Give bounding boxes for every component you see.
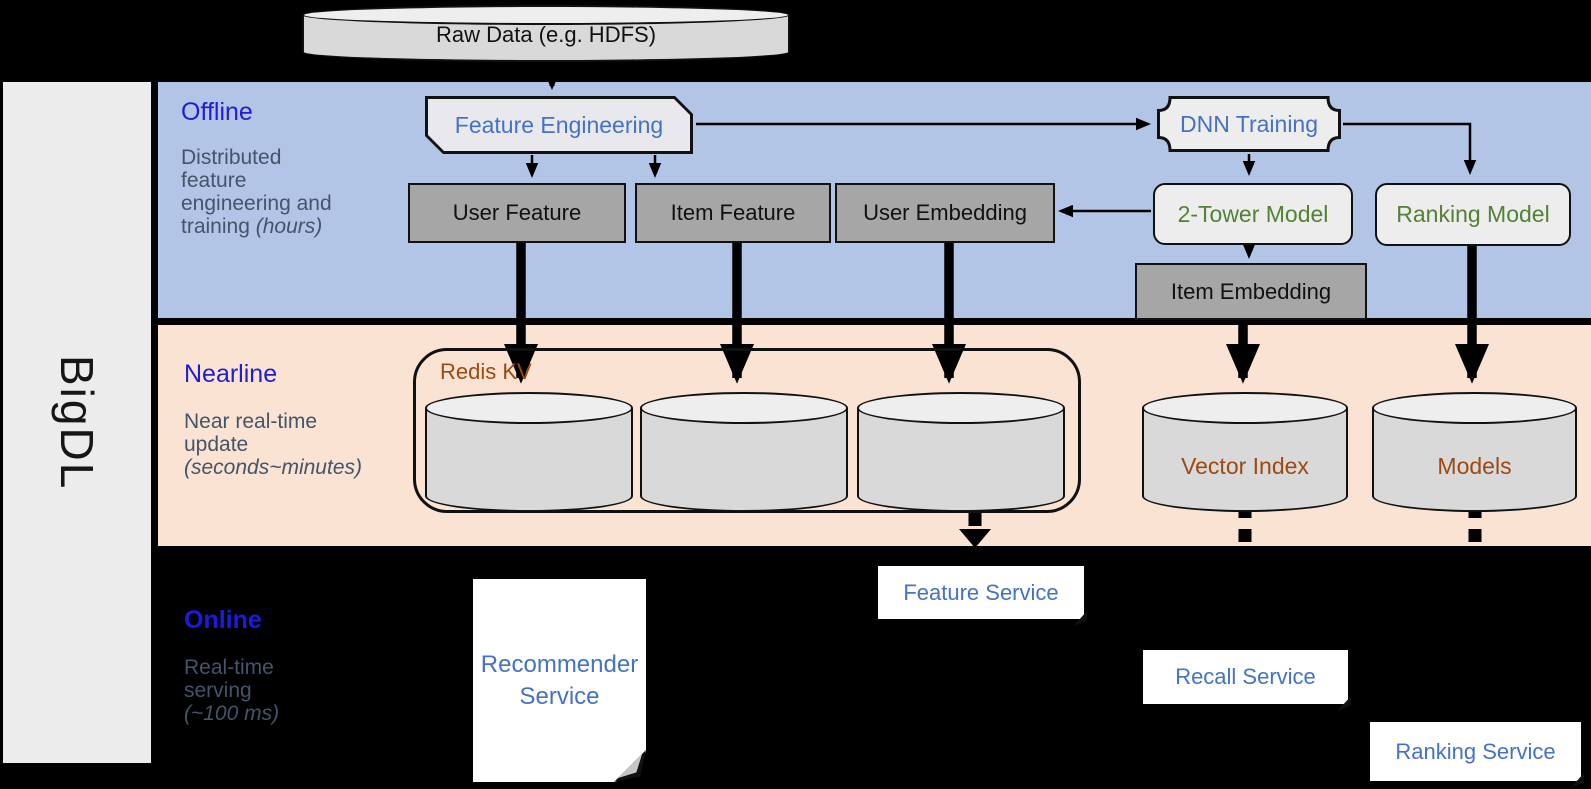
- offline-desc-text: Distributed feature engineering and trai…: [181, 146, 332, 238]
- cylinder-top: [640, 392, 848, 424]
- plaque-shape: [1157, 96, 1341, 152]
- offline-desc-italic: (hours): [249, 215, 323, 238]
- feature-engineering-node: Feature Engineering: [425, 96, 693, 154]
- cylinder-top: [857, 392, 1065, 424]
- item-feature-label: Item Feature: [670, 200, 796, 225]
- user-embedding-label: User Embedding: [863, 200, 1027, 225]
- feature-service-node: Feature Service: [878, 566, 1087, 626]
- recall-service-node: Recall Service: [1143, 650, 1351, 711]
- models-label: Models: [1437, 452, 1512, 479]
- vector-index-label: Vector Index: [1181, 452, 1309, 479]
- bigdl-sidebar: BigDL: [3, 82, 151, 763]
- models-store: Models: [1372, 392, 1577, 512]
- raw-data-store: Raw Data (e.g. HDFS): [302, 5, 790, 62]
- recommender-service-label: Recommender Service: [480, 650, 639, 710]
- ranking-model-node: Ranking Model: [1375, 183, 1571, 246]
- user-feature-node: User Feature: [408, 183, 626, 243]
- feature-engineering-label: Feature Engineering: [454, 111, 664, 138]
- ranking-service-node: Ranking Service: [1370, 722, 1584, 788]
- cylinder-top: [425, 392, 633, 424]
- recommender-service-node: Recommender Service: [473, 579, 646, 782]
- kv-cylinder-2: [640, 392, 848, 512]
- kv-cylinder-1: [425, 392, 633, 512]
- user-feature-label: User Feature: [452, 200, 582, 225]
- nearline-title: Nearline: [184, 360, 278, 388]
- online-desc-text: Real-time serving: [184, 656, 274, 702]
- nearline-desc-text: Near real-time update: [184, 410, 318, 456]
- recall-service-label: Recall Service: [1175, 664, 1316, 689]
- kv-cylinder-3: [857, 392, 1065, 512]
- redis-kv-label: Redis KV: [440, 359, 532, 384]
- nearline-description: Near real-time update (seconds~minutes): [184, 410, 414, 479]
- bigdl-logo-text: BigDL: [51, 354, 103, 491]
- cylinder-top: [1372, 392, 1577, 424]
- page-curl-icon: [1570, 773, 1584, 788]
- ranking-service-label: Ranking Service: [1395, 738, 1556, 764]
- cylinder-top: [1142, 392, 1348, 424]
- dnn-training-label: DNN Training: [1179, 110, 1319, 137]
- ranking-model-label: Ranking Model: [1396, 201, 1550, 227]
- page-curl-icon: [1337, 696, 1351, 711]
- vector-index-store: Vector Index: [1142, 392, 1348, 512]
- online-title: Online: [184, 606, 262, 634]
- two-tower-model-node: 2-Tower Model: [1153, 183, 1353, 245]
- item-feature-node: Item Feature: [635, 183, 831, 243]
- raw-data-label: Raw Data (e.g. HDFS): [435, 21, 657, 47]
- cylinder-top: [302, 5, 790, 25]
- online-desc-italic: (~100 ms): [184, 702, 280, 725]
- item-embedding-label: Item Embedding: [1170, 278, 1332, 304]
- offline-title: Offline: [181, 98, 253, 126]
- recommender-page-fold: [614, 750, 646, 782]
- online-description: Real-time serving (~100 ms): [184, 656, 364, 725]
- item-embedding-node: Item Embedding: [1135, 263, 1367, 320]
- page-curl-icon: [1073, 611, 1087, 626]
- dnn-training-node: DNN Training: [1157, 96, 1341, 152]
- feature-service-label: Feature Service: [903, 579, 1059, 605]
- user-embedding-node: User Embedding: [835, 183, 1055, 243]
- two-tower-model-label: 2-Tower Model: [1177, 200, 1329, 227]
- nearline-desc-italic: (seconds~minutes): [184, 456, 362, 479]
- offline-description: Distributed feature engineering and trai…: [181, 146, 411, 238]
- feature-engineering-fill: Feature Engineering: [428, 99, 690, 151]
